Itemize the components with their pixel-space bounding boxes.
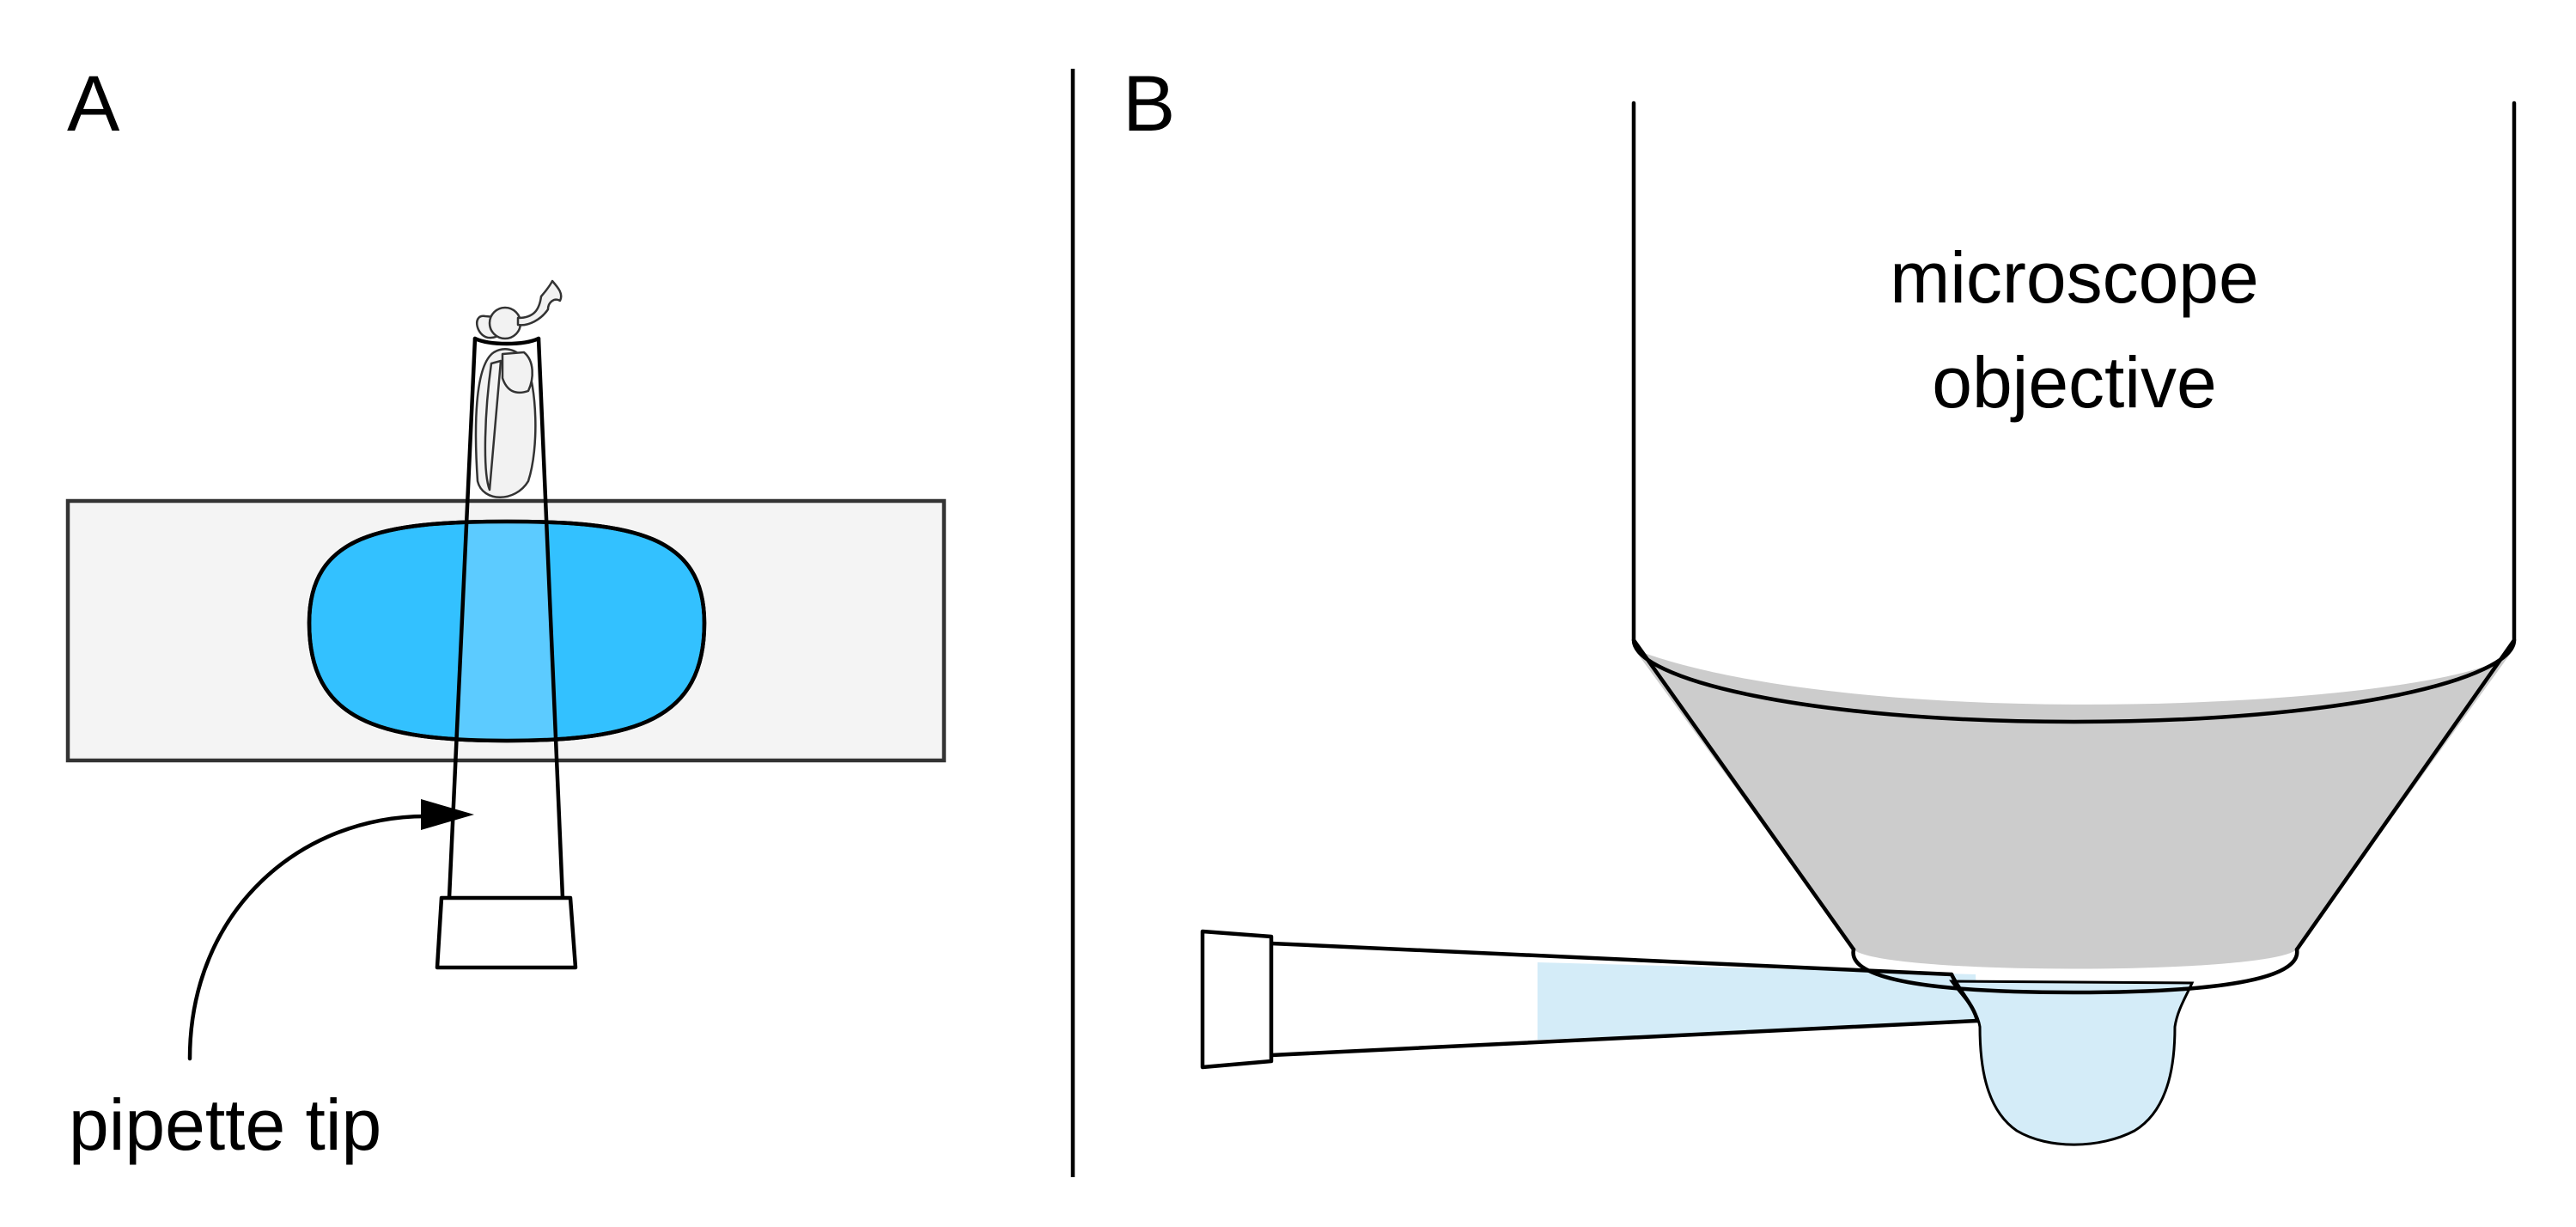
pipette-tip-top-view: [435, 336, 578, 970]
panel-b: B microscope objective: [1123, 60, 2517, 1146]
panel-a-letter: A: [67, 60, 120, 148]
pipette-tip-side-view: [1200, 929, 1980, 1070]
pipette-tip-label: pipette tip: [69, 1084, 381, 1165]
immersion-drop: [1949, 980, 2195, 1146]
panel-a: A pipette tip: [65, 60, 947, 1165]
pipette-tip-side-collar: [1200, 929, 1274, 1070]
curved-arrow: [187, 799, 474, 1061]
objective-label-line1: microscope: [1890, 237, 2258, 318]
pipette-drop-overlap: [449, 522, 561, 741]
pipette-fluid: [1538, 962, 1977, 1040]
pipette-tip-collar: [435, 895, 578, 970]
microscope-objective: [1631, 101, 2517, 995]
liquid-drop-outline: [307, 519, 707, 743]
panel-b-letter: B: [1123, 60, 1175, 148]
objective-label-line2: objective: [1932, 342, 2217, 423]
fly-icon: [474, 279, 563, 498]
objective-cone: [1635, 650, 2513, 969]
